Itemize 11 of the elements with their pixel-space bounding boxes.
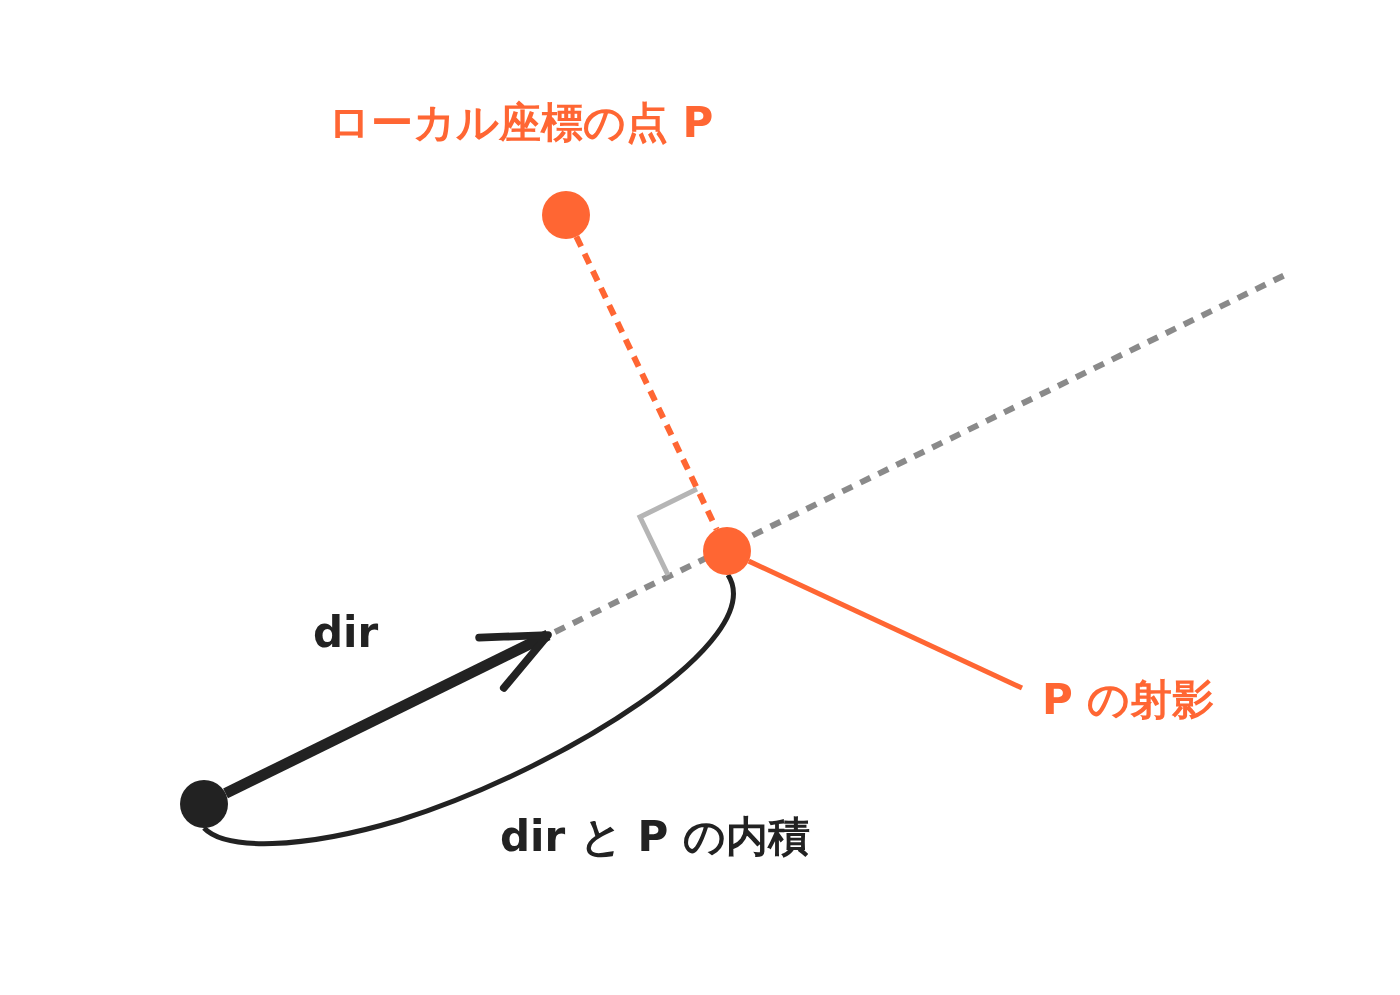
curved-line	[202, 574, 736, 846]
edge-label: dir	[313, 608, 379, 659]
point-dot	[180, 780, 228, 828]
point-caption: ローカル座標の点 P	[328, 98, 714, 149]
leader-line	[747, 558, 1024, 691]
dashed-line	[573, 235, 720, 531]
edge-label: dir と P の内積	[500, 812, 810, 863]
point-dot	[703, 527, 751, 575]
arrow	[223, 630, 552, 799]
point-dot	[542, 191, 590, 239]
callout-text: P の射影	[1042, 675, 1215, 726]
